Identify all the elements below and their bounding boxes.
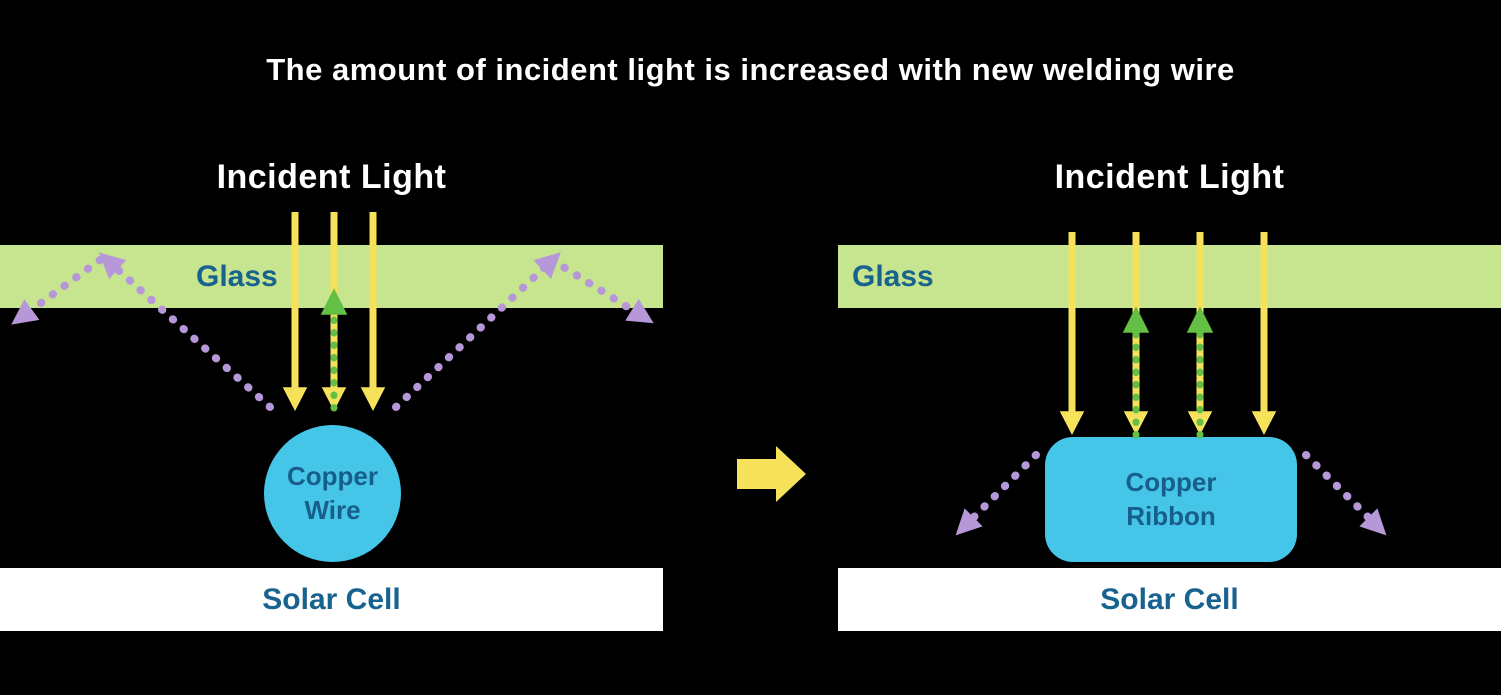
right-scattered-ray-left-icon xyxy=(955,451,1040,536)
transition-arrow-icon xyxy=(737,446,806,502)
left-solar-cell-label: Solar Cell xyxy=(262,582,401,616)
right-solar-cell-label: Solar Cell xyxy=(1100,582,1239,616)
left-solar-cell-bar: Solar Cell xyxy=(0,568,663,631)
left-glass-bar: Glass xyxy=(0,245,663,308)
copper-wire-label-line1: Copper xyxy=(287,460,378,491)
right-incident-light-heading: Incident Light xyxy=(1054,158,1285,196)
copper-ribbon-label-line1: Copper xyxy=(1125,466,1217,497)
copper-ribbon-rect: Copper Ribbon xyxy=(1045,437,1297,562)
right-reflected-ray-icons xyxy=(1122,306,1214,439)
right-solar-cell-bar: Solar Cell xyxy=(838,568,1501,631)
copper-wire-label-line2: Wire xyxy=(304,494,361,525)
left-incident-light-heading: Incident Light xyxy=(216,158,447,196)
right-scattered-ray-right-icon xyxy=(1302,451,1387,536)
right-glass-label: Glass xyxy=(852,259,934,293)
copper-ribbon-label-line2: Ribbon xyxy=(1126,500,1216,531)
diagram-title: The amount of incident light is increase… xyxy=(266,52,1235,87)
right-glass-bar: Glass xyxy=(838,245,1501,308)
left-glass-label: Glass xyxy=(196,259,278,293)
copper-wire-circle: Copper Wire xyxy=(264,425,401,562)
